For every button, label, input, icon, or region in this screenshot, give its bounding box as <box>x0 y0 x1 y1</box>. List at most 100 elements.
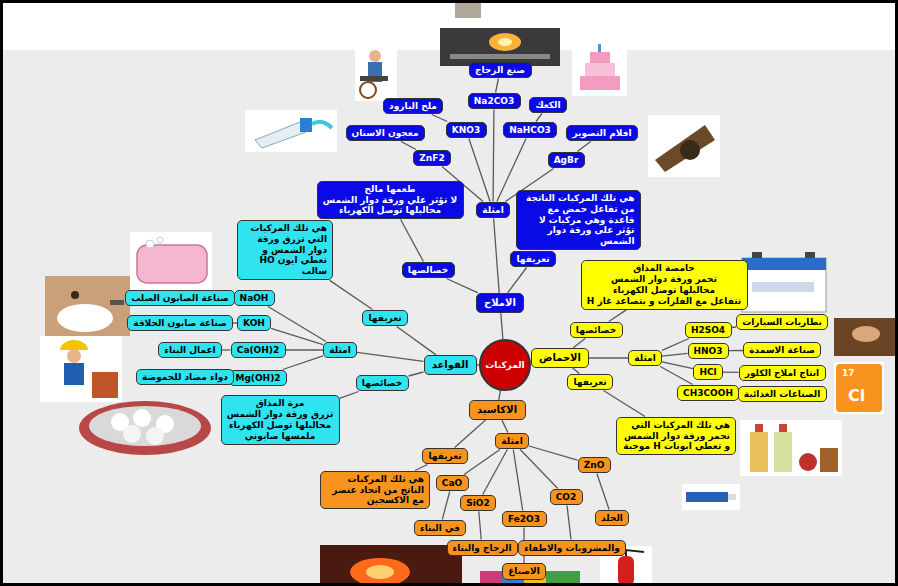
node-text: هي تلك المركبات التي تزرق ورقة دوار الشم… <box>243 223 327 278</box>
node-text: بطاريات السيارات <box>742 317 822 328</box>
molten-glass-picture <box>320 545 462 586</box>
node-text: الاصباغ <box>508 566 540 577</box>
topic-box: Fe2O3 <box>502 511 547 528</box>
topic-box: HCl <box>693 364 723 381</box>
node-text: الزجاج والبناء <box>453 543 512 554</box>
node-text: في البناء <box>420 523 460 534</box>
node-text: Mg(OH)2 <box>235 373 281 384</box>
tablets-picture <box>79 401 211 455</box>
node-text: محاليلها توصل الكهرباء <box>323 205 458 216</box>
connector-line <box>573 339 585 348</box>
topic-box: KNO3 <box>446 122 487 139</box>
node-text: محاليلها توصل الكهرباء <box>587 285 742 296</box>
node-text: امثلة <box>482 205 504 216</box>
topic-box: مرة المذاقتزرق ورقة دوار الشمسمحاليلها ت… <box>221 395 340 445</box>
node-text: هي تلك المركبات الناتج من اتحاد عنصر مع … <box>326 474 424 507</box>
connector-line <box>222 349 231 350</box>
topic-box: هي تلك المركبات الناتج من اتحاد عنصر مع … <box>320 471 430 510</box>
node-text: طعمها مالح <box>323 184 458 195</box>
connector-line <box>662 353 688 356</box>
topic-box: ZnO <box>578 457 611 474</box>
topic-box: والمشروبات والاطفاء <box>518 540 626 557</box>
glue-tube-picture <box>682 484 740 510</box>
topic-box: هي تلك المركبات الناتجة من تفاعل حمض مع … <box>516 190 641 251</box>
node-text: تعريفها <box>428 451 462 462</box>
node-text: لا تؤثر علي ورقة دوار الشمس <box>323 195 458 206</box>
node-text: هي تلك المركبات التي تحمر ورقة دوار الشم… <box>622 420 730 453</box>
topic-box: هي تلك المركبات التي تزرق ورقة دوار الشم… <box>237 220 333 281</box>
node-text: الكعك <box>535 100 561 111</box>
topic-box: صناعة الاسمدة <box>743 342 821 359</box>
atomic-number: 17 <box>842 368 855 378</box>
battery-picture <box>742 252 826 312</box>
topic-box: في البناء <box>414 520 466 537</box>
topic-box: الزجاج والبناء <box>447 540 518 557</box>
film-picture <box>648 115 720 177</box>
connector-line <box>442 492 449 520</box>
vinegar-picture <box>740 420 842 476</box>
connector-line <box>479 512 481 540</box>
topic-box: امثلة <box>323 342 357 359</box>
element-symbol: Cl <box>848 386 865 405</box>
connector-line <box>567 506 571 540</box>
topic-box: حامضة المذاقتحمر ورقة دوار الشمسمحاليلها… <box>581 260 748 310</box>
topic-box: Mg(OH)2 <box>229 370 287 387</box>
connector-line <box>330 280 373 309</box>
topic-box: الاصباغ <box>502 563 546 580</box>
glass-making-picture <box>440 28 560 66</box>
topic-box: طعمها مالحلا تؤثر علي ورقة دوار الشمسمحا… <box>317 181 464 220</box>
connector-line <box>502 420 508 432</box>
topic-box: خصائصها <box>570 322 623 339</box>
node-text: HCl <box>699 367 717 378</box>
node-text: ملح البارود <box>389 101 437 112</box>
topic-box: تعريفها <box>510 251 556 268</box>
connector-line <box>529 446 578 460</box>
connector-line <box>409 372 424 376</box>
connector-line <box>401 220 424 262</box>
node-text: H2SO4 <box>691 325 726 336</box>
connector-line <box>662 339 689 351</box>
node-text: امثلة <box>501 436 523 447</box>
node-text: الاكاسيد <box>477 404 518 416</box>
node-text: تعريفها <box>368 313 402 324</box>
node-text: KNO3 <box>452 125 481 136</box>
connector-line <box>589 357 628 358</box>
topic-box: CO2 <box>550 489 583 506</box>
builder-picture <box>40 336 122 402</box>
branch-box: القواعد <box>424 355 477 375</box>
node-text: خصالصها <box>408 265 449 276</box>
connector-line <box>464 450 500 475</box>
soil-picture <box>834 318 896 356</box>
topic-box: خصائصها <box>356 375 409 392</box>
node-text: محاليلها توصل الكهرباء <box>227 420 334 431</box>
node-text: الصناعات الغذائية <box>744 389 821 400</box>
topic-box: معجون الاسنان <box>346 125 425 142</box>
branch-box: الاحماض <box>531 348 589 368</box>
topic-box: AgBr <box>548 152 585 169</box>
node-text: Na2CO3 <box>474 96 515 107</box>
branch-box: الاملاح <box>476 293 524 313</box>
topic-box: Ca(OH)2 <box>231 342 286 359</box>
topic-box: الصناعات الغذائية <box>738 386 827 403</box>
topic-box: Na2CO3 <box>468 93 521 110</box>
node-text: الجلد <box>601 513 623 524</box>
topic-box: صناعة صابون الحلاقة <box>127 315 233 332</box>
topic-box: NaHCO3 <box>503 122 557 139</box>
connector-line <box>609 310 627 322</box>
topic-box: خصالصها <box>402 262 455 279</box>
topic-box: بطاريات السيارات <box>736 314 828 331</box>
center-circle: المركبات <box>479 339 531 391</box>
node-text: الاحماض <box>539 352 581 364</box>
connector-line <box>536 114 542 122</box>
node-text: Fe2O3 <box>508 514 541 525</box>
connector-line <box>499 391 501 400</box>
topic-box: انتاج املاح الكلور <box>739 365 826 382</box>
node-text: هي تلك المركبات الناتجة من تفاعل حمض مع … <box>522 193 635 248</box>
connector-line <box>597 474 609 510</box>
node-text: NaHCO3 <box>509 125 551 136</box>
connector-line <box>604 391 646 417</box>
topic-box: ملح البارود <box>383 98 443 115</box>
node-text: ZnO <box>584 460 605 471</box>
topic-box: الكعك <box>529 97 567 114</box>
